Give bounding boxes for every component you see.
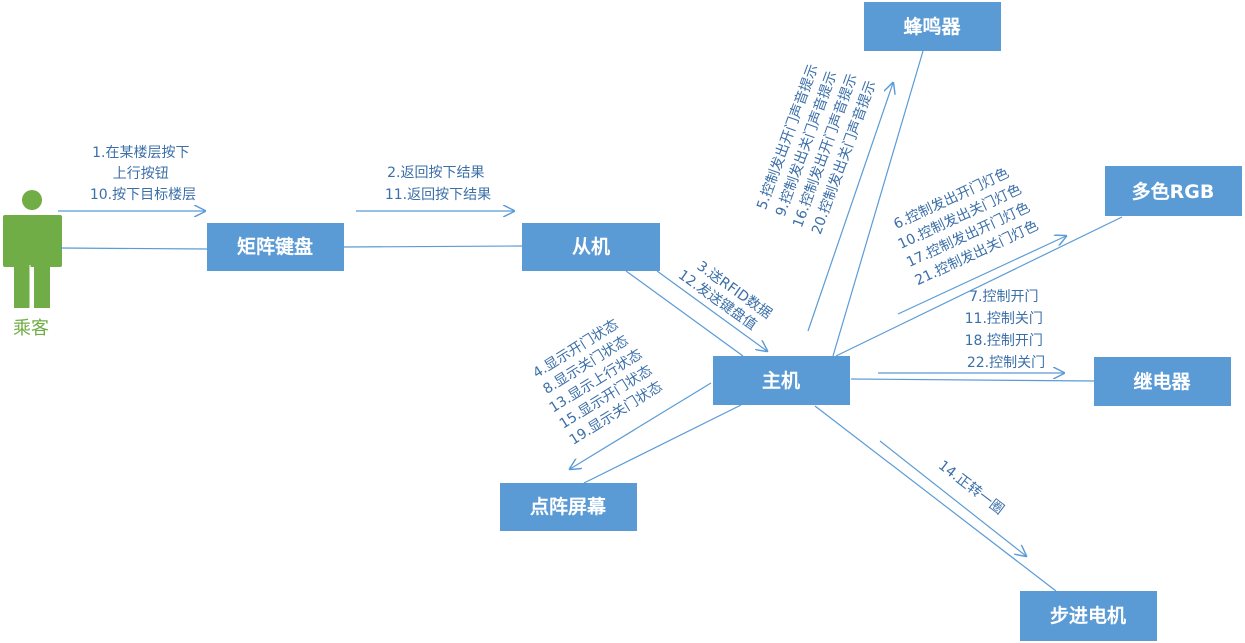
arrow-host-lcd — [570, 382, 712, 469]
link-keypad-slave — [343, 245, 523, 248]
msg-host-rgb: 6.控制发出开门灯色 10.控制发出关门灯色 17.控制发出开门灯色 21.控制… — [891, 164, 1041, 289]
link-host-stepper — [814, 405, 1057, 592]
link-host-rgb — [835, 216, 1123, 357]
actor-right-leg-icon — [34, 262, 50, 308]
arrow-slave-host — [656, 270, 767, 351]
node-slave-label: 从机 — [572, 236, 610, 258]
msg-host-stepper-1: 14.正转一圈 — [935, 458, 1007, 518]
link-slave-host — [625, 270, 744, 357]
node-lcd: 点阵屏幕 — [500, 483, 637, 531]
node-host-box — [713, 356, 850, 405]
node-stepper-box — [1020, 591, 1157, 641]
msg-host-relay-2: 11.控制关门 — [965, 311, 1043, 327]
node-rgb-box — [1105, 166, 1242, 216]
node-buzzer-label: 蜂鸣器 — [903, 15, 961, 38]
link-host-relay — [850, 378, 1095, 382]
link-actor-keypad — [59, 247, 208, 250]
passenger-actor: 乘客 — [3, 190, 62, 339]
node-stepper: 步进电机 — [1020, 591, 1157, 641]
msg-host-stepper: 14.正转一圈 — [935, 458, 1007, 518]
actor-left-leg-icon — [14, 262, 30, 308]
msg-host-relay: 7.控制开门 11.控制关门 18.控制开门 22.控制关门 — [965, 289, 1048, 371]
node-relay-label: 继电器 — [1133, 370, 1191, 393]
node-buzzer-box — [864, 2, 1001, 51]
connections — [59, 50, 1123, 592]
node-rgb: 多色RGB — [1105, 166, 1242, 216]
node-keypad-box — [207, 223, 344, 271]
message-labels: 1.在某楼层按下 上行按钮 10.按下目标楼层 2.返回按下结果 11.返回按下… — [90, 62, 1048, 518]
msg-host-lcd: 4.显示开门状态 8.显示关门状态 13.显示上行状态 15.显示开门状态 19… — [530, 316, 665, 448]
node-keypad-label: 矩阵键盘 — [237, 235, 313, 258]
link-host-buzzer — [832, 50, 924, 357]
msg-actor-keypad-1: 1.在某楼层按下 — [92, 145, 189, 161]
msg-actor-keypad-2: 上行按钮 — [113, 166, 169, 182]
msg-keypad-slave-2: 11.返回按下结果 — [385, 187, 491, 203]
message-arrows — [58, 83, 1066, 556]
msg-actor-keypad: 1.在某楼层按下 上行按钮 10.按下目标楼层 — [90, 145, 196, 203]
msg-keypad-slave-1: 2.返回按下结果 — [387, 165, 484, 181]
node-buzzer: 蜂鸣器 — [864, 2, 1001, 51]
msg-host-relay-4: 22.控制关门 — [967, 355, 1045, 371]
msg-host-relay-3: 18.控制开门 — [965, 333, 1043, 349]
msg-keypad-slave: 2.返回按下结果 11.返回按下结果 — [385, 165, 491, 203]
arrow-host-rgb — [897, 236, 1066, 315]
actor-label: 乘客 — [13, 318, 49, 339]
node-relay-box — [1094, 357, 1231, 406]
node-stepper-label: 步进电机 — [1050, 604, 1126, 627]
node-slave-box — [522, 223, 660, 271]
node-host-label: 主机 — [762, 370, 800, 392]
msg-host-relay-1: 7.控制开门 — [969, 289, 1038, 305]
link-host-lcd — [583, 404, 742, 484]
node-relay: 继电器 — [1094, 357, 1231, 406]
msg-host-buzzer: 5.控制发出开门声音提示 9.控制发出关门声音提示 16.控制发出开门声音提示 … — [753, 62, 879, 237]
arrow-host-buzzer — [807, 83, 893, 332]
msg-actor-keypad-3: 10.按下目标楼层 — [90, 187, 196, 203]
node-keypad: 矩阵键盘 — [207, 223, 344, 271]
node-lcd-box — [500, 483, 637, 531]
node-host: 主机 — [713, 356, 850, 405]
actor-body-icon — [3, 215, 62, 267]
actor-head-icon — [22, 190, 42, 210]
node-rgb-label: 多色RGB — [1132, 180, 1215, 203]
node-slave: 从机 — [522, 223, 660, 271]
arrow-host-stepper — [879, 440, 1026, 556]
node-lcd-label: 点阵屏幕 — [530, 495, 607, 518]
